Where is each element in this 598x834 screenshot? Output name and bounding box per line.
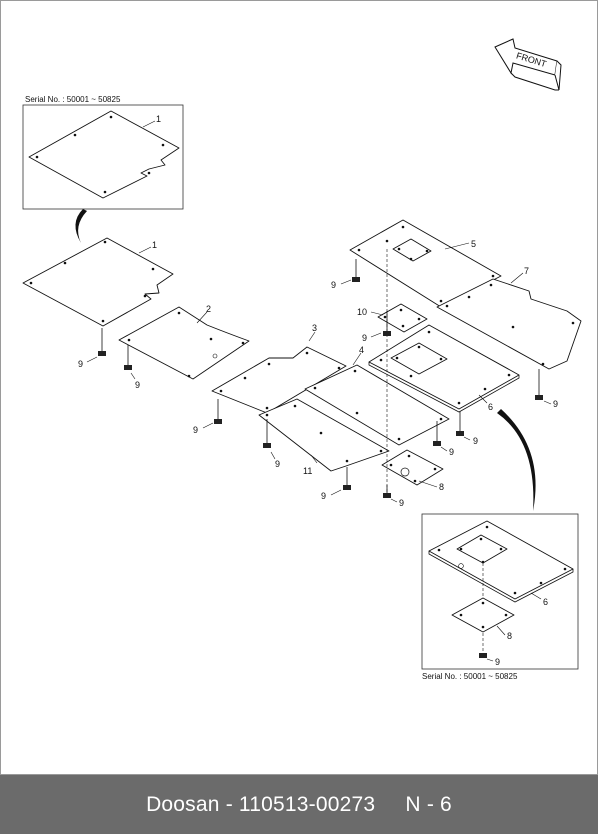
floor-plate-1 <box>22 237 174 327</box>
label-part-3: 3 <box>312 323 317 333</box>
label-bolt-8: 9 <box>399 498 404 508</box>
bolt-4 <box>370 311 391 338</box>
cover-plate-8-inset <box>451 597 515 633</box>
label-part-7: 7 <box>524 266 529 276</box>
bolt-11 <box>535 369 552 405</box>
label-bolt-6: 9 <box>275 459 280 469</box>
footer-bar: Doosan - 110513-00273 N - 6 <box>0 775 598 834</box>
label-bolt-5: 9 <box>193 425 198 435</box>
label-part-8: 8 <box>439 482 444 492</box>
exploded-parts-diagram: FRONT Serial No. : 50001 ~ 50825 1 <box>0 0 598 775</box>
serial-label-bottom-right: Serial No. : 50001 ~ 50825 <box>422 672 518 681</box>
bolt-12 <box>479 653 494 662</box>
swoosh-arrow-top <box>75 209 87 243</box>
label-part-5: 5 <box>471 239 476 249</box>
inset-top-left: Serial No. : 50001 ~ 50825 1 <box>22 95 184 210</box>
label-part-6: 6 <box>488 402 493 412</box>
bolt-1 <box>86 328 106 363</box>
label-bolt-2: 9 <box>135 380 140 390</box>
cover-plate-8 <box>381 449 444 486</box>
label-part-2: 2 <box>206 304 211 314</box>
front-direction-arrow: FRONT <box>494 38 562 91</box>
cover-plate-10 <box>377 303 428 333</box>
label-bolt-1: 9 <box>78 359 83 369</box>
label-part-1: 1 <box>152 240 157 250</box>
label-bolt-7: 9 <box>321 491 326 501</box>
bolt-3 <box>340 259 360 285</box>
label-bolt-11: 9 <box>553 399 558 409</box>
label-bolt-9: 9 <box>449 447 454 457</box>
footer-brand: Doosan <box>146 792 220 816</box>
label-bolt-10: 9 <box>473 436 478 446</box>
inset-bottom-right: 6 8 9 Serial No. : 50001 ~ 50825 <box>421 513 579 681</box>
label-part-10: 10 <box>357 307 367 317</box>
label-part-1-inset: 1 <box>156 114 161 124</box>
footer-caption: Doosan - 110513-00273 N - 6 <box>146 792 452 816</box>
bolt-9 <box>433 421 448 452</box>
footer-page: N - 6 <box>405 792 452 816</box>
label-part-6-inset: 6 <box>543 597 548 607</box>
plate-6-inset-cutout <box>456 534 508 564</box>
floor-plate-1-inset <box>28 110 180 199</box>
label-bolt-3: 9 <box>331 280 336 290</box>
serial-label-top-left: Serial No. : 50001 ~ 50825 <box>25 95 121 104</box>
diagram-canvas: FRONT Serial No. : 50001 ~ 50825 1 <box>22 38 582 681</box>
bolt-2 <box>124 345 136 380</box>
bolt-group: 9 9 9 9 9 9 9 9 9 9 <box>78 259 558 508</box>
label-part-4: 4 <box>359 345 364 355</box>
plate-6-cutout <box>390 342 448 375</box>
plate-5-cutout <box>392 238 432 262</box>
floor-plate-7 <box>436 278 582 370</box>
label-bolt-4: 9 <box>362 333 367 343</box>
bolt-7 <box>330 467 351 496</box>
label-part-8-inset: 8 <box>507 631 512 641</box>
bolt-8 <box>383 485 398 503</box>
bolt-5 <box>202 399 222 429</box>
floor-plate-11 <box>258 398 390 472</box>
swoosh-arrow-right <box>497 409 536 511</box>
floor-plate-2 <box>118 306 250 380</box>
bolt-6 <box>263 419 276 460</box>
bolt-10 <box>456 411 471 441</box>
label-part-11: 11 <box>303 466 312 476</box>
floor-plate-4 <box>304 364 450 446</box>
footer-part-number: 110513-00273 <box>238 792 376 816</box>
label-bolt-12: 9 <box>495 657 500 667</box>
